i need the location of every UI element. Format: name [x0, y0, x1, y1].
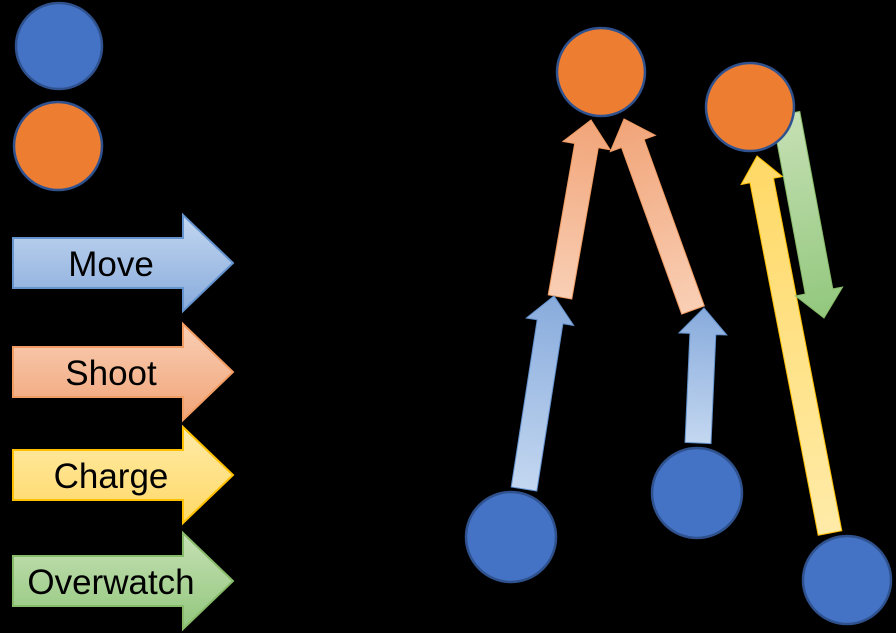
overwatch-arrow — [12, 530, 235, 632]
blue-unit-circle — [464, 490, 558, 584]
shoot-action-arrow — [609, 118, 705, 315]
move-action-arrow — [677, 307, 728, 445]
move-arrow-label: Move — [68, 245, 154, 284]
blue-unit-circle — [801, 534, 893, 626]
legend-action-move: Move — [12, 212, 235, 314]
diagram-units — [464, 26, 893, 626]
legend-action-charge: Charge — [12, 424, 235, 526]
shoot-action-arrow — [547, 119, 612, 300]
charge-arrow — [12, 424, 235, 526]
blue-unit-circle — [650, 446, 744, 540]
legend-action-overwatch: Overwatch — [12, 530, 235, 632]
overwatch-arrow-label: Overwatch — [27, 563, 194, 602]
battle-diagram — [464, 26, 893, 626]
legend-blue-unit-swatch — [14, 1, 104, 91]
charge-arrow-label: Charge — [54, 457, 169, 496]
shoot-arrow-label: Shoot — [65, 354, 157, 393]
overwatch-action-arrow — [771, 110, 844, 319]
legend-action-shoot: Shoot — [12, 321, 235, 423]
shoot-arrow — [12, 321, 235, 423]
move-arrow — [12, 212, 235, 314]
charge-action-arrow — [740, 155, 843, 536]
legend: Move Shoot Charge Overwatch — [12, 1, 235, 632]
move-action-arrow — [510, 295, 575, 492]
orange-unit-circle — [704, 61, 796, 153]
diagram-arrows — [510, 110, 844, 536]
orange-unit-circle — [555, 26, 647, 118]
legend-orange-unit-swatch — [12, 100, 104, 192]
